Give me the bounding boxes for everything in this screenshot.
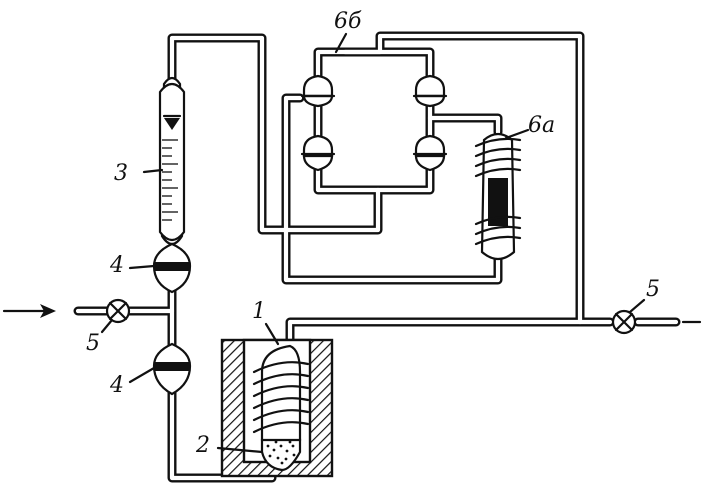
label-valve-outlet: 5 bbox=[646, 277, 660, 302]
leader-lines bbox=[100, 32, 646, 454]
burette bbox=[158, 76, 186, 246]
label-trap-6a: 6а bbox=[528, 113, 555, 138]
seal-upper bbox=[152, 242, 192, 294]
level-marker-icon bbox=[164, 118, 180, 130]
seal-lower bbox=[152, 342, 192, 396]
label-trap-6b: 6б bbox=[334, 9, 362, 34]
inlet-arrow-icon bbox=[2, 304, 56, 318]
valve-outlet[interactable] bbox=[611, 309, 637, 335]
trap-bulb bbox=[300, 74, 336, 108]
label-reactor: 1 bbox=[252, 299, 266, 324]
trap-6b bbox=[300, 74, 448, 172]
label-seal-upper: 4 bbox=[109, 253, 124, 278]
trap-bulb bbox=[300, 134, 336, 172]
valve-inlet[interactable] bbox=[105, 298, 131, 324]
trap-bulb bbox=[412, 74, 448, 108]
label-catalyst: 2 bbox=[195, 433, 210, 458]
label-burette: 3 bbox=[114, 161, 128, 186]
catalyst-bed bbox=[260, 438, 302, 472]
trap-6a bbox=[474, 132, 522, 261]
trap-bulb bbox=[412, 134, 448, 172]
piping bbox=[73, 31, 681, 483]
label-seal-lower: 4 bbox=[109, 373, 124, 398]
label-valve-inlet: 5 bbox=[86, 331, 100, 356]
reactor bbox=[252, 344, 310, 472]
